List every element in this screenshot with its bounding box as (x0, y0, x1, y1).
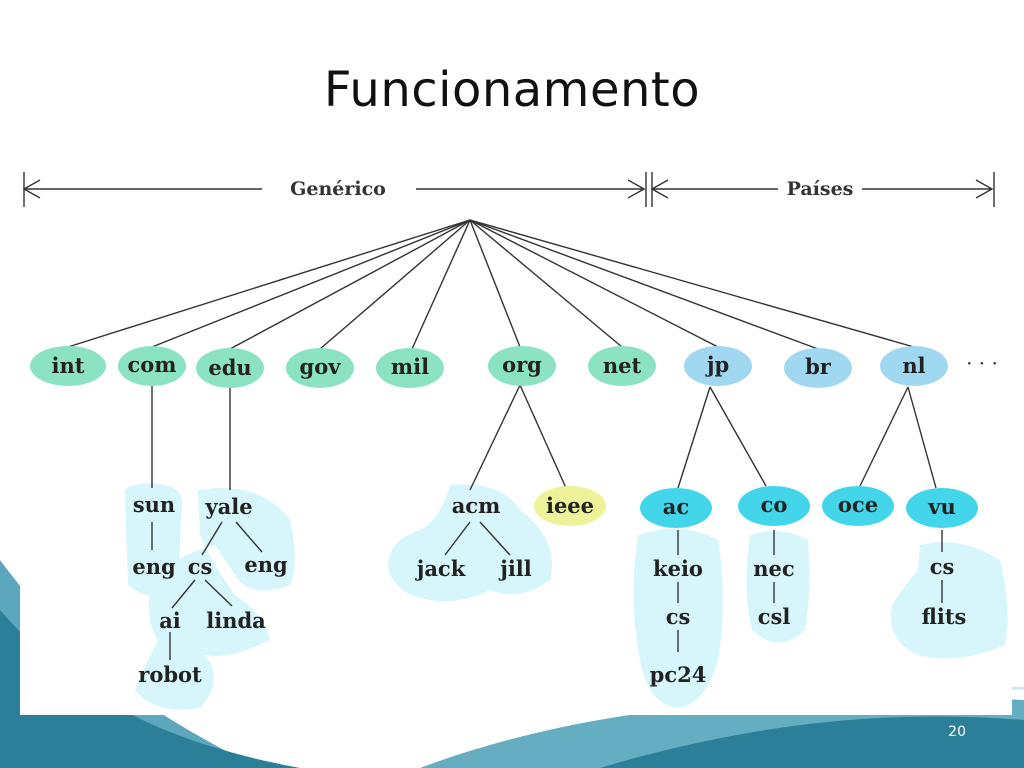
label-edu-ai: ai (159, 608, 181, 633)
node-int (30, 346, 106, 386)
label-jp-csl: csl (758, 604, 791, 629)
label-jp-co: co (761, 492, 788, 517)
label-org-jill: jill (498, 556, 532, 581)
region-jp-keio (633, 528, 723, 708)
label-nl-flits: flits (922, 604, 967, 629)
page-number: 20 (948, 724, 966, 740)
label-edu-linda: linda (206, 608, 266, 633)
node-net (588, 346, 656, 386)
node-oce (822, 486, 894, 526)
label-jp-pc24: pc24 (650, 662, 707, 687)
label-jp-ac: ac (663, 494, 689, 519)
subtree-edges (151, 384, 943, 660)
countries-label: Países (787, 178, 854, 200)
generic-label: Genérico (290, 178, 386, 200)
label-org-jack: jack (415, 556, 466, 581)
node-label-com: com (127, 352, 176, 377)
slide-title: Funcionamento (323, 62, 701, 118)
label-edu-cs: cs (188, 554, 213, 579)
node-org (488, 346, 556, 386)
node-mil (376, 348, 444, 388)
node-label-jp: jp (705, 352, 729, 377)
node-label-int: int (52, 353, 85, 378)
generic-range-arrow (22, 172, 653, 207)
label-com-sun: sun (133, 492, 175, 517)
label-jp-cs: cs (666, 604, 691, 629)
node-nl (880, 346, 948, 386)
label-edu-eng: eng (244, 552, 288, 577)
label-org-ieee: ieee (546, 493, 594, 518)
node-edu (196, 348, 264, 388)
top-level-nodes (30, 346, 948, 388)
more-domains-ellipsis: · · · (966, 351, 998, 375)
label-edu-yale: yale (204, 494, 252, 519)
node-jp (684, 346, 752, 386)
node-vu (906, 488, 978, 528)
node-ac (640, 488, 712, 528)
label-edu-robot: robot (138, 662, 202, 687)
node-label-nl: nl (902, 353, 925, 378)
region-org-acm (388, 484, 552, 602)
label-jp-keio: keio (653, 556, 703, 581)
countries-range-arrow (650, 172, 995, 207)
node-label-edu: edu (208, 355, 251, 380)
label-jp-nec: nec (753, 556, 794, 581)
region-nl-cs (890, 542, 1008, 659)
node-gov (286, 348, 354, 388)
node-co (738, 486, 810, 526)
label-nl-oce: oce (838, 492, 878, 517)
node-ieee (534, 486, 606, 526)
node-label-org: org (502, 352, 542, 377)
colored-subnodes (534, 486, 978, 528)
node-label-mil: mil (391, 354, 429, 379)
node-br (784, 348, 852, 388)
node-label-gov: gov (300, 354, 342, 379)
label-com-eng: eng (132, 554, 176, 579)
root-edges (67, 219, 915, 350)
label-nl-vu: vu (927, 494, 955, 519)
node-label-br: br (805, 354, 832, 379)
label-org-acm: acm (452, 493, 501, 518)
node-com (118, 346, 186, 386)
node-label-net: net (603, 353, 642, 378)
label-nl-cs: cs (930, 554, 955, 579)
region-jp-nec (746, 531, 810, 643)
